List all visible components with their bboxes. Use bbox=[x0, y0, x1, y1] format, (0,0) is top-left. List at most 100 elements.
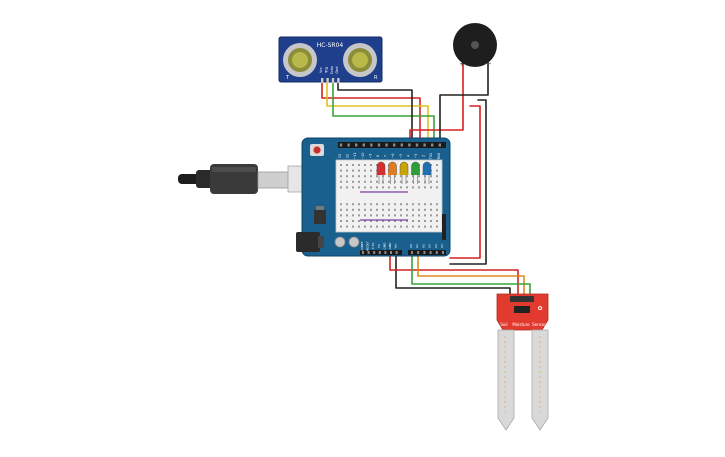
soil-sensor-logo: ✿ bbox=[537, 305, 542, 312]
wire-soil-red[interactable] bbox=[389, 255, 519, 301]
sensor-pin[interactable] bbox=[321, 78, 324, 83]
digital-pin[interactable] bbox=[415, 143, 419, 147]
power-pin-label: RESET bbox=[366, 241, 370, 251]
breadboard-hole bbox=[424, 214, 426, 217]
wire-sensor-trig[interactable] bbox=[326, 81, 429, 151]
led[interactable] bbox=[376, 161, 386, 175]
digital-pin[interactable] bbox=[393, 143, 396, 147]
wire-soil-orange[interactable] bbox=[417, 255, 525, 301]
breadboard-hole bbox=[340, 180, 342, 183]
breadboard-hole bbox=[412, 186, 414, 189]
power-pin[interactable] bbox=[362, 251, 364, 254]
wire-sensor-gnd[interactable] bbox=[337, 81, 413, 151]
soil-probe-left bbox=[497, 329, 515, 431]
transducer-left bbox=[283, 43, 317, 77]
sensor-pin-label: Trig bbox=[324, 67, 328, 74]
breadboard-hole bbox=[430, 203, 432, 206]
breadboard-hole bbox=[418, 203, 420, 206]
analog-pin[interactable] bbox=[417, 251, 420, 254]
wire-sensor-echo[interactable] bbox=[332, 81, 435, 151]
analog-pin[interactable] bbox=[435, 251, 438, 254]
breadboard-hole bbox=[364, 214, 366, 217]
power-pin[interactable] bbox=[378, 251, 381, 254]
led[interactable] bbox=[388, 161, 397, 175]
digital-pin[interactable] bbox=[355, 143, 358, 147]
breadboard-hole bbox=[394, 225, 396, 228]
digital-pin[interactable] bbox=[370, 143, 373, 147]
breadboard-hole bbox=[382, 186, 384, 189]
digital-pin[interactable] bbox=[423, 143, 426, 147]
breadboard-hole bbox=[352, 180, 354, 183]
analog-pin[interactable] bbox=[411, 251, 413, 254]
sensor-pin[interactable] bbox=[331, 78, 335, 83]
wire-soil-black[interactable] bbox=[395, 255, 511, 301]
wire-buzzer-minus[interactable] bbox=[439, 61, 489, 151]
breadboard-hole bbox=[436, 225, 438, 228]
wire-right-black[interactable] bbox=[449, 99, 487, 265]
sensor-pin[interactable] bbox=[326, 78, 329, 83]
soil-label-1: Soil bbox=[500, 322, 507, 327]
breadboard-hole bbox=[358, 164, 360, 166]
breadboard-hole bbox=[358, 225, 360, 228]
analog-pin[interactable] bbox=[442, 251, 444, 254]
digital-pin-label: 13 bbox=[338, 154, 342, 158]
breadboard-hole bbox=[364, 225, 366, 228]
wire-right-red[interactable] bbox=[449, 105, 481, 259]
power-pin[interactable] bbox=[373, 251, 376, 254]
digital-pin[interactable] bbox=[385, 143, 388, 147]
piezo-buzzer[interactable]: + - bbox=[453, 23, 497, 68]
sensor-model-label: HC-SR04 bbox=[317, 42, 344, 49]
digital-pin[interactable] bbox=[347, 143, 350, 147]
power-pin[interactable] bbox=[390, 251, 392, 254]
digital-pin[interactable] bbox=[339, 143, 343, 147]
digital-pin[interactable] bbox=[362, 143, 365, 147]
breadboard-hole bbox=[436, 169, 438, 172]
breadboard-hole bbox=[412, 208, 414, 211]
power-pin-label: GND bbox=[388, 242, 392, 250]
digital-pin-label: ~6 bbox=[391, 154, 395, 159]
digital-pin[interactable] bbox=[377, 143, 381, 147]
breadboard-hole bbox=[340, 164, 342, 166]
power-jack[interactable] bbox=[296, 232, 320, 252]
digital-pin[interactable] bbox=[438, 143, 441, 147]
analog-pin[interactable] bbox=[423, 251, 426, 254]
breadboard-hole bbox=[358, 214, 360, 217]
led-base bbox=[411, 173, 420, 175]
power-pin[interactable] bbox=[395, 251, 398, 254]
digital-pin[interactable] bbox=[431, 143, 434, 147]
wire-soil-green[interactable] bbox=[411, 255, 531, 301]
breadboard-hole bbox=[436, 220, 438, 222]
breadboard-hole bbox=[406, 203, 408, 206]
breadboard-hole bbox=[418, 220, 420, 222]
led[interactable] bbox=[422, 161, 432, 175]
breadboard-hole bbox=[388, 208, 390, 211]
digital-pin[interactable] bbox=[408, 143, 411, 147]
breadboard-hole bbox=[406, 214, 408, 217]
led[interactable] bbox=[411, 161, 420, 175]
breadboard-hole bbox=[406, 186, 408, 189]
breadboard-hole bbox=[370, 169, 372, 172]
breadboard-hole bbox=[364, 186, 366, 189]
breadboard-hole bbox=[388, 220, 390, 222]
analog-pin[interactable] bbox=[429, 251, 432, 254]
breadboard-hole bbox=[412, 225, 414, 228]
soil-moisture-sensor[interactable]: ✿ Soil Moisture Sensor bbox=[496, 293, 549, 431]
breadboard-hole bbox=[370, 225, 372, 228]
breadboard-hole bbox=[436, 214, 438, 217]
breadboard-hole bbox=[346, 220, 348, 222]
analog-pin-label: A2 bbox=[421, 244, 425, 248]
reset-button-cap[interactable] bbox=[313, 146, 321, 154]
wire-sensor-vcc[interactable] bbox=[321, 81, 421, 151]
digital-pin[interactable] bbox=[400, 143, 403, 147]
sensor-pin[interactable] bbox=[337, 78, 340, 83]
led[interactable] bbox=[399, 161, 409, 175]
breadboard-hole bbox=[394, 203, 396, 206]
icsp-header bbox=[442, 214, 446, 240]
breadboard-hole bbox=[400, 225, 402, 228]
led-base bbox=[388, 173, 397, 175]
breadboard-hole bbox=[394, 175, 396, 178]
power-pin[interactable] bbox=[367, 251, 370, 254]
power-pin[interactable] bbox=[384, 251, 387, 254]
